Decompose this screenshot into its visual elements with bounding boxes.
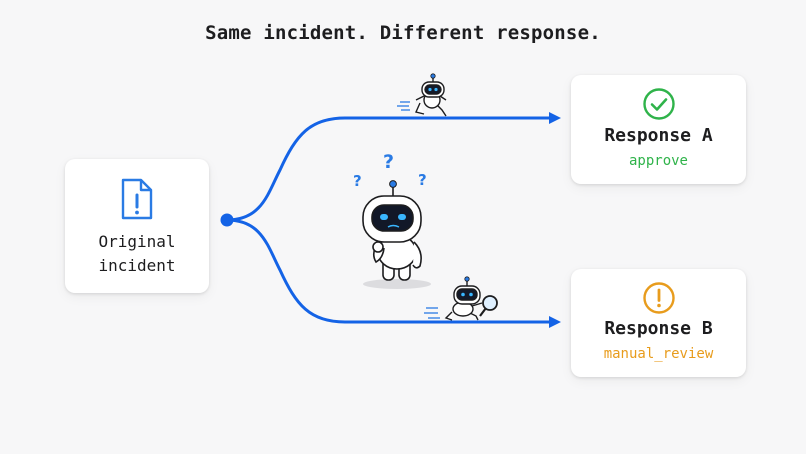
arrowhead-bottom <box>549 316 561 328</box>
response-a-card: Response A approve <box>571 75 746 184</box>
response-a-title: Response A <box>604 125 713 146</box>
document-alert-icon <box>121 178 153 220</box>
warning-circle-icon <box>643 282 675 314</box>
original-incident-card: Original incident <box>65 159 209 293</box>
diagram-title: Same incident. Different response. <box>205 22 601 44</box>
inspecting-robot-icon <box>424 276 498 321</box>
svg-text:?: ? <box>418 171 427 189</box>
flow-branch-bottom <box>225 218 552 324</box>
svg-text:?: ? <box>383 151 394 173</box>
running-robot-icon <box>397 73 447 117</box>
question-marks: ? ? ? <box>353 151 427 190</box>
confused-robot-icon <box>362 180 431 289</box>
origin-label-line-1: Original <box>98 232 176 251</box>
response-a-value: approve <box>628 153 688 169</box>
flow-branch-top <box>225 116 552 222</box>
flow-origin-dot <box>220 213 234 227</box>
response-b-card: Response B manual_review <box>571 269 746 377</box>
origin-label-line-2: incident <box>98 256 176 275</box>
svg-text:?: ? <box>353 172 362 190</box>
check-circle-icon <box>643 88 675 120</box>
response-b-title: Response B <box>604 318 713 339</box>
arrowhead-top <box>549 112 561 124</box>
response-b-value: manual_review <box>603 346 714 362</box>
original-incident-label: Original incident <box>65 230 209 278</box>
